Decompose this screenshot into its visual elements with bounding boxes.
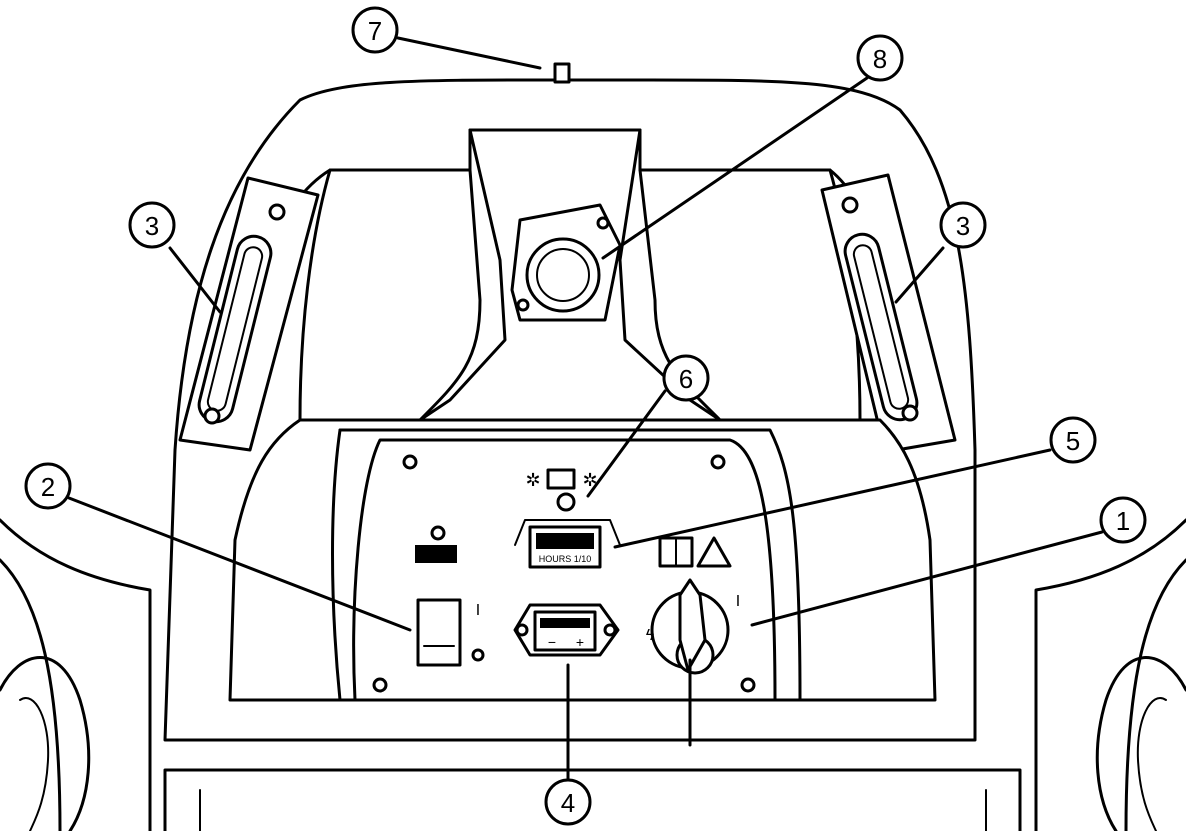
connector-minus-mark: − [548, 634, 556, 650]
callout-3-right: 3 [939, 201, 987, 249]
panel-left-details [415, 525, 457, 563]
svg-text:1: 1 [1116, 506, 1130, 536]
callout-8: 8 [856, 34, 904, 82]
battery-low-light-icon: ✲ [525, 470, 540, 490]
left-wheel [0, 656, 91, 833]
callout-3-left: 3 [128, 201, 176, 249]
hour-meter: HOURS 1/10 [514, 519, 621, 569]
right-hand-grip [820, 173, 957, 454]
battery-indicator: ✲ ✲ [525, 468, 598, 512]
charger-connector: − + [513, 603, 620, 657]
switch-off-mark [471, 648, 485, 662]
battery-led [556, 492, 576, 512]
main-switch: I [416, 598, 485, 667]
emergency-stop-button [510, 203, 622, 322]
callout-4: 4 [544, 778, 592, 826]
svg-text:2: 2 [41, 472, 55, 502]
left-hand-grip [178, 176, 320, 452]
callouts: 7 8 3 3 6 5 1 2 [24, 6, 1147, 826]
top-post [553, 62, 571, 84]
key-switch: I ϟ [646, 578, 740, 747]
right-wheel [1095, 656, 1186, 833]
callout-5: 5 [1049, 416, 1097, 464]
battery-icon [546, 468, 576, 490]
connector-plus-mark: + [576, 634, 584, 650]
svg-text:3: 3 [145, 211, 159, 241]
indicator-light [430, 525, 446, 541]
key-on-mark: I [736, 593, 740, 610]
label-plate [415, 545, 457, 563]
svg-text:5: 5 [1066, 426, 1080, 456]
svg-text:6: 6 [679, 364, 693, 394]
battery-full-light-icon: ✲ [582, 470, 597, 490]
manual-warning-icons [658, 536, 732, 568]
svg-text:7: 7 [368, 16, 382, 46]
hour-meter-label: HOURS 1/10 [539, 554, 592, 564]
key-start-icon: ϟ [646, 627, 655, 644]
callout-1: 1 [1099, 496, 1147, 544]
callout-7: 7 [351, 6, 399, 54]
svg-text:3: 3 [956, 211, 970, 241]
hour-meter-display [536, 533, 594, 549]
callout-2: 2 [24, 462, 72, 510]
svg-text:4: 4 [561, 788, 575, 818]
leader-lines [67, 36, 1104, 782]
svg-text:8: 8 [873, 44, 887, 74]
callout-6: 6 [662, 354, 710, 402]
machine-body [0, 518, 1186, 833]
switch-on-mark: I [476, 602, 480, 619]
warning-icon [696, 536, 732, 568]
